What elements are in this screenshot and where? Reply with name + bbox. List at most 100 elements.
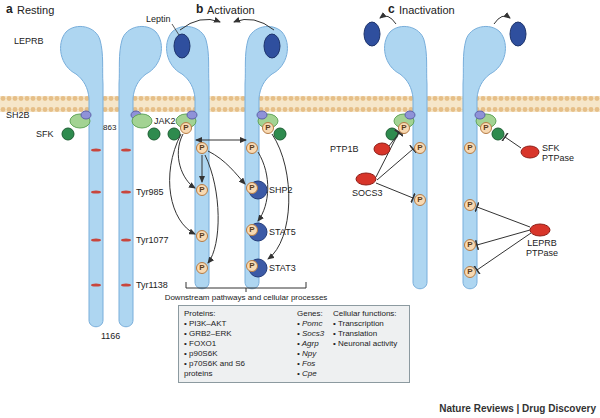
phospho-mark: P <box>246 224 258 236</box>
tyrosine-site <box>121 148 131 151</box>
signal-arrow <box>170 134 195 234</box>
sh2b-oval <box>475 111 485 119</box>
phospho-mark: P <box>196 262 208 274</box>
sfk-circle <box>168 128 180 140</box>
node-oval <box>374 143 390 155</box>
node-text: • Transcription <box>333 319 384 329</box>
inhibitor-node: SOCS3 <box>346 172 386 204</box>
phospho-mark: P <box>464 199 476 211</box>
receptor-label: LEPRB <box>14 36 44 46</box>
node-text: • p70S6K and S6 proteins <box>184 359 246 379</box>
trans-phosphorylation-arrow <box>196 140 246 141</box>
tyrosine-site <box>91 190 101 193</box>
node-text: SFK <box>36 129 54 139</box>
phosphatase-node: SFK PTPase <box>520 142 596 166</box>
node-text: SFK PTPase <box>542 143 582 163</box>
release-arrow <box>494 16 510 24</box>
bracket <box>186 282 306 292</box>
signal-arrow <box>178 134 195 188</box>
kinase-node: SFK <box>36 128 74 141</box>
node-oval <box>81 111 91 119</box>
release-arrow <box>380 16 396 24</box>
leptin-ligand <box>510 22 526 46</box>
tyrosine-site <box>91 148 101 151</box>
node-text: Cellular functions: <box>333 309 397 319</box>
sh2b-oval <box>187 111 197 119</box>
effector-node: P STAT5 <box>244 222 300 242</box>
panel-letter: a <box>6 3 13 16</box>
phospho-mark: P <box>246 142 258 154</box>
bracket-label: Downstream pathways and cellular process… <box>146 293 346 303</box>
phospho-mark: P <box>414 142 426 154</box>
phospho-mark: P <box>196 230 208 242</box>
panel-letter: b <box>196 3 203 16</box>
inhibition-line <box>505 137 521 148</box>
node-text: • PI3K–AKT <box>184 319 226 329</box>
node-text: SHP2 <box>269 185 293 195</box>
node-text: • Socs3 <box>297 329 324 339</box>
rotation-arrow <box>180 19 220 30</box>
phospho-mark: P <box>262 122 274 134</box>
node-text: • GRB2–ERK <box>184 329 232 339</box>
phospho-mark: P <box>196 184 208 196</box>
node-text: • Translation <box>333 329 377 339</box>
phospho-mark: P <box>464 142 476 154</box>
ligand-label: Leptin <box>146 14 171 24</box>
inhibition-line <box>477 233 531 270</box>
residue-label: Tyr1077 <box>136 235 169 245</box>
phospho-mark: P <box>480 122 492 134</box>
panel-letter: c <box>388 3 395 16</box>
node-text: JAK2 <box>154 116 176 126</box>
phospho-mark: P <box>246 260 258 272</box>
receptor-monomer <box>385 26 427 288</box>
residue-number: 863 <box>103 123 116 133</box>
panel-title: Resting <box>17 4 54 16</box>
node-text: • Neuronal activity <box>333 339 397 349</box>
receptor-monomer <box>245 26 287 288</box>
node-text: STAT5 <box>269 227 296 237</box>
tyrosine-site <box>121 190 131 193</box>
node-oval <box>521 146 539 158</box>
inhibition-line <box>477 207 530 227</box>
signal-arrow <box>205 155 218 263</box>
effector-node: P STAT3 <box>244 258 300 278</box>
node-text: Genes: <box>297 309 323 319</box>
node-text: • FOXO1 <box>184 339 216 349</box>
tyrosine-site <box>91 283 101 286</box>
phospho-mark: P <box>196 142 208 154</box>
node-text: • Fos <box>297 359 315 369</box>
node-oval <box>62 128 74 140</box>
tyrosine-site <box>91 238 101 241</box>
adaptor-node: SH2B <box>6 108 92 122</box>
node-text: SOCS3 <box>352 188 383 198</box>
sfk-circle <box>274 128 286 140</box>
sh2b-oval <box>405 111 415 119</box>
phospho-mark: P <box>414 194 426 206</box>
phospho-mark: P <box>464 239 476 251</box>
node-text: • Npy <box>297 349 316 359</box>
receptor-monomer <box>167 26 209 288</box>
sh2b-oval <box>257 111 267 119</box>
node-oval <box>356 173 376 185</box>
rotation-arrow <box>234 19 274 30</box>
signal-arrow <box>268 134 289 259</box>
info-box: Proteins:• PI3K–AKT• GRB2–ERK• FOXO1• p9… <box>178 305 410 383</box>
kinase-node: JAK2 <box>132 113 174 129</box>
sfk-circle <box>148 128 160 140</box>
node-text: • Agrp <box>297 339 319 349</box>
receptor-monomer <box>463 26 505 288</box>
phospho-mark: P <box>180 122 192 134</box>
inhibition-line <box>477 230 530 245</box>
tyrosine-site <box>121 238 131 241</box>
panel-title: Inactivation <box>399 4 455 16</box>
node-text: STAT3 <box>269 263 296 273</box>
leptin-ligand <box>364 22 380 46</box>
effector-node: PSHP2 <box>244 180 300 200</box>
phospho-mark: P <box>464 266 476 278</box>
signal-arrow <box>202 155 203 182</box>
node-text: PTP1B <box>330 144 359 154</box>
node-text: LEPRB PTPase <box>516 238 568 258</box>
residue-label: Tyr1138 <box>136 280 168 290</box>
tyrosine-site <box>121 283 131 286</box>
node-oval <box>530 224 550 236</box>
